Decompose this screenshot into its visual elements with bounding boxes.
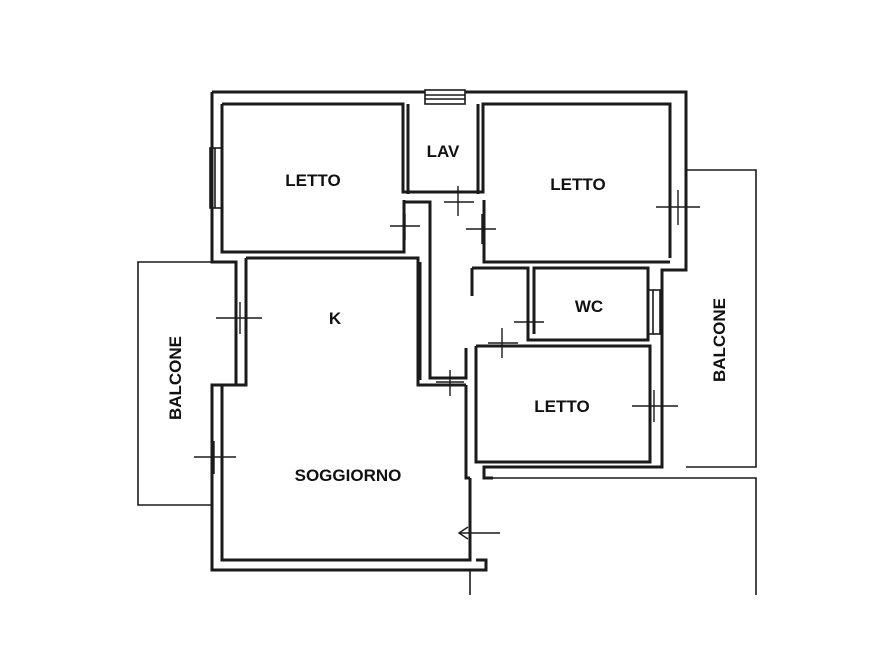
room-label-wc: WC xyxy=(575,297,603,316)
window-left xyxy=(209,147,223,209)
window-top xyxy=(424,89,466,105)
door-marks xyxy=(194,186,700,474)
room-label-letto-1: LETTO xyxy=(285,171,340,190)
window-wc xyxy=(647,289,661,335)
room-label-balcone-right: BALCONE xyxy=(710,298,729,382)
room-label-k: K xyxy=(329,309,342,328)
room-label-letto-2: LETTO xyxy=(550,175,605,194)
balcony-left xyxy=(137,261,212,506)
room-label-letto-3: LETTO xyxy=(534,397,589,416)
room-label-lav: LAV xyxy=(427,142,460,161)
entrance-arrow-icon xyxy=(457,526,500,540)
exterior-walls xyxy=(210,90,688,572)
interior-walls xyxy=(220,104,670,562)
balcony-right xyxy=(686,169,757,468)
room-label-balcone-left: BALCONE xyxy=(166,336,185,420)
lower-right-outline xyxy=(469,477,757,595)
room-label-soggiorno: SOGGIORNO xyxy=(295,466,402,485)
